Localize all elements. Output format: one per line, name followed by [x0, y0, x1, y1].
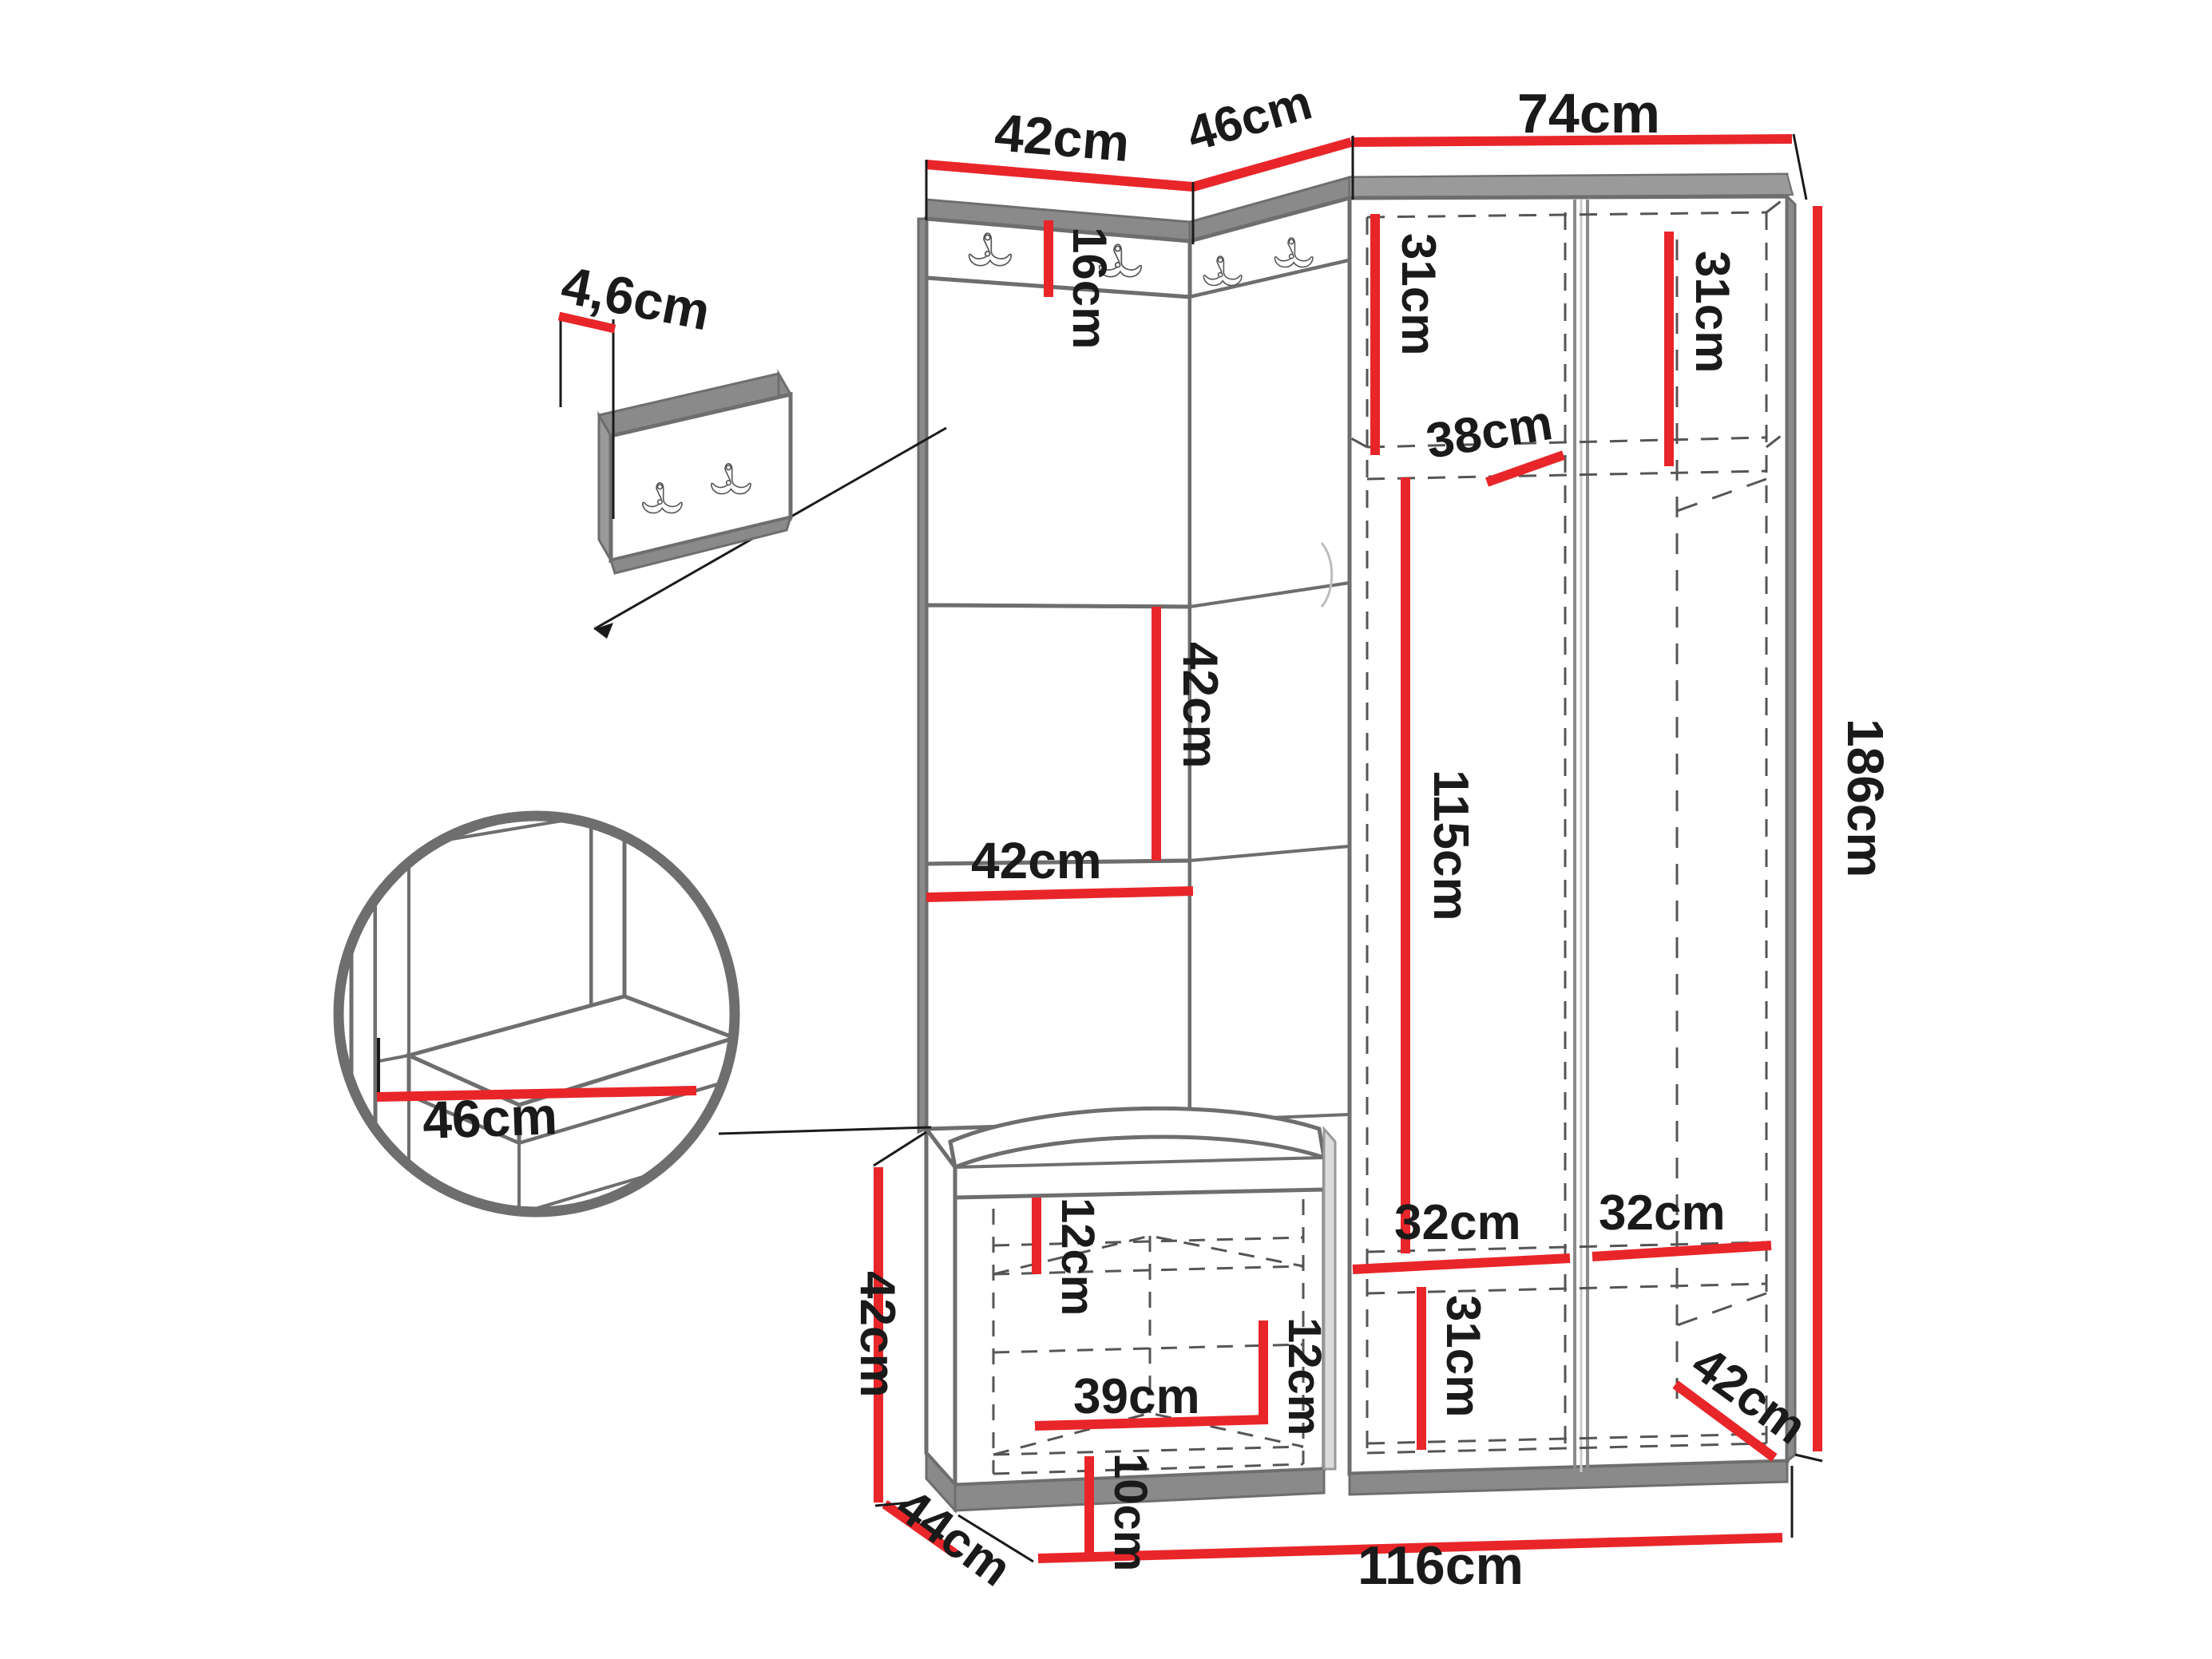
label-drawer-lower: 10cm [1104, 1453, 1156, 1571]
label-drawer-width: 39cm [1073, 1369, 1200, 1424]
magnifier-circle-icon [333, 810, 740, 1218]
dimline-hookpanel-width [926, 160, 1194, 192]
label-panel-height: 42cm [1172, 642, 1227, 769]
hook-column-left [917, 198, 1192, 1134]
wardrobe-body [1347, 172, 1797, 1496]
seat-detail-leader-line [718, 1126, 932, 1135]
label-wardrobe-width: 74cm [1517, 82, 1660, 145]
hook-panel-bottom-edge [609, 515, 793, 575]
bench-right-edge [1322, 1126, 1337, 1471]
label-bench-height: 42cm [850, 1271, 905, 1398]
bench-hidden-lines [992, 1199, 1305, 1475]
detail-body-right [517, 1077, 735, 1212]
label-drawer-right: 12cm [1278, 1317, 1330, 1435]
label-hookstrip-height: 16cm [1063, 227, 1116, 349]
wardrobe-front-face [1347, 194, 1790, 1476]
dimline-bench-depth [882, 1500, 958, 1558]
label-seat-depth: 46cm [422, 1086, 558, 1150]
dimline-total-width [1037, 1533, 1783, 1563]
label-base-left: 32cm [1394, 1195, 1521, 1250]
label-total-height: 186cm [1837, 719, 1894, 877]
seat-detail-callout [333, 810, 932, 1218]
wardrobe-hidden-lines [1349, 195, 1788, 1455]
label-drawer-upper: 12cm [1052, 1198, 1104, 1316]
dimline-base-right [1592, 1241, 1772, 1261]
label-base-right: 32cm [1599, 1186, 1726, 1241]
label-hookpanel-width: 42cm [993, 102, 1132, 172]
corner-upper-panel [1188, 258, 1351, 609]
dimline-corner-width [1191, 137, 1353, 192]
label-hanging-space: 115cm [1423, 770, 1478, 921]
wardrobe-depth-lines [1675, 240, 1767, 1413]
dimension-lines [874, 134, 1822, 1563]
main-assembly [917, 172, 1797, 1514]
extension-lines [873, 133, 1823, 1563]
bench-side-face [924, 1122, 957, 1491]
corner-lower-panel [1188, 844, 1351, 1123]
thickness-dim-line [557, 311, 616, 334]
label-shelf-right: 31cm [1686, 251, 1739, 373]
dimline-drawer-width [1034, 1415, 1269, 1431]
dimline-base-left [1352, 1253, 1571, 1274]
wardrobe-plinth [1348, 1459, 1789, 1496]
dimline-base-depth [1672, 1380, 1778, 1462]
magnifier-contents [349, 816, 735, 1212]
bench-side-plinth [925, 1450, 957, 1514]
wardrobe-top-band [1349, 172, 1794, 200]
label-total-width: 116cm [1358, 1535, 1524, 1596]
bench-shoe-cabinet [924, 1106, 1337, 1514]
corner-shadow-curve [1320, 542, 1334, 608]
hook-panel-callout [557, 311, 947, 639]
left-side-edge [917, 217, 928, 1134]
dimline-shelf-depth [1485, 450, 1566, 487]
label-panel-width: 42cm [971, 832, 1102, 889]
detail-dim-line [376, 1086, 697, 1102]
left-upper-panel [924, 275, 1192, 609]
hook-panel-arrow [594, 623, 613, 639]
dimline-wardrobe-width [1350, 134, 1793, 147]
dimline-panel-width [926, 886, 1194, 902]
label-base-height: 31cm [1437, 1295, 1490, 1417]
bench-front-face [953, 1187, 1326, 1487]
wardrobe-right-edge [1786, 193, 1797, 1464]
left-mid-panel [924, 603, 1192, 866]
label-shelf-left: 31cm [1392, 233, 1445, 355]
